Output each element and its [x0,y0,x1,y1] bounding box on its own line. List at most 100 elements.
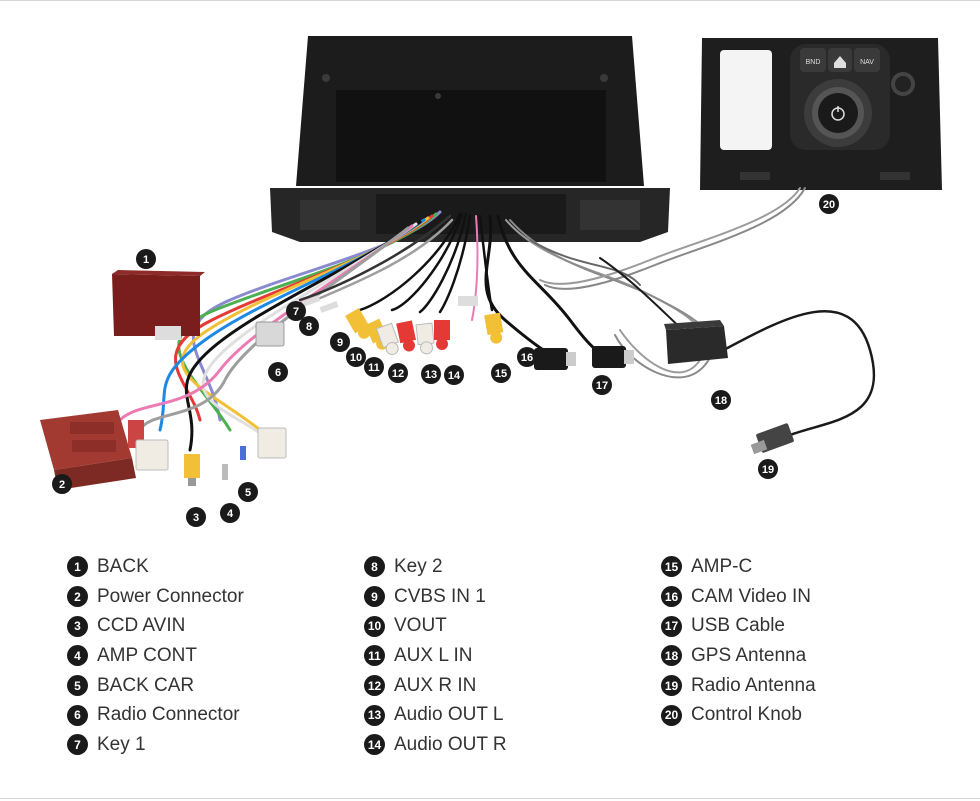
legend-label: AUX R IN [394,674,477,696]
svg-text:14: 14 [448,370,461,382]
callout-14: 14 [444,365,464,385]
legend-number: 6 [67,704,88,726]
legend-label: Key 1 [97,733,146,755]
svg-text:3: 3 [193,512,199,524]
power-connector [40,410,144,490]
legend-label: Radio Antenna [691,674,816,696]
legend-number: 15 [661,556,682,578]
legend-number: 14 [364,734,385,756]
legend-label: CAM Video IN [691,585,812,607]
legend-label: CCD AVIN [97,615,186,637]
svg-text:15: 15 [495,368,507,380]
callout-18: 18 [711,390,731,410]
legend-label: USB Cable [691,615,785,637]
legend-item: 3 CCD AVIN [67,611,244,641]
svg-text:6: 6 [275,367,281,379]
legend-item: 18 GPS Antenna [661,641,816,671]
legend-number: 3 [67,615,88,637]
svg-text:12: 12 [392,368,404,380]
legend-label: Power Connector [97,585,244,607]
legend-label: Audio OUT R [394,733,507,755]
ccd-avin-connector [184,454,200,486]
usb-connectors [534,346,634,370]
gps-antenna [664,320,728,364]
svg-text:17: 17 [596,380,608,392]
legend-item: 19 Radio Antenna [661,671,816,701]
callouts: 1 2 3 4 5 6 7 8 9 10 11 12 13 14 15 16 1… [52,194,839,527]
rca-connectors [345,296,504,356]
legend-number: 11 [364,645,385,667]
pin-connectors [222,295,339,480]
legend-number: 10 [364,615,385,637]
nav-label: NAV [860,59,874,66]
svg-text:8: 8 [306,321,312,333]
legend-label: Audio OUT L [394,704,504,726]
wiring-diagram: BND NAV [40,36,942,527]
legend-item: 7 Key 1 [67,730,244,760]
legend-label: BACK [97,555,149,577]
svg-text:9: 9 [337,337,343,349]
svg-text:16: 16 [521,352,533,364]
bottom-divider [0,798,980,799]
svg-text:5: 5 [245,487,251,499]
legend-label: CVBS IN 1 [394,585,486,607]
svg-text:13: 13 [425,369,437,381]
legend-label: AUX L IN [394,644,473,666]
svg-text:10: 10 [350,352,362,364]
legend-number: 2 [67,586,88,608]
callout-2: 2 [52,474,72,494]
svg-text:19: 19 [762,464,774,476]
legend-item: 17 USB Cable [661,611,816,641]
legend-number: 17 [661,615,682,637]
white-connectors [135,321,287,471]
callout-17: 17 [592,375,612,395]
svg-text:4: 4 [227,508,234,520]
legend-number: 4 [67,645,88,667]
callout-13: 13 [421,364,441,384]
svg-text:11: 11 [368,362,380,374]
callout-6: 6 [268,362,288,382]
callout-8: 8 [299,316,319,336]
legend-item: 4 AMP CONT [67,641,244,671]
legend-item: 1 BACK [67,552,244,582]
legend-number: 8 [364,556,385,578]
legend-label: Radio Connector [97,704,240,726]
callout-4: 4 [220,503,240,523]
legend-item: 11 AUX L IN [364,641,507,671]
svg-text:20: 20 [823,199,835,211]
legend-number: 13 [364,704,385,726]
legend-label: AMP CONT [97,644,197,666]
bnd-label: BND [806,59,821,66]
cable-bundles [118,187,876,452]
legend-item: 13 Audio OUT L [364,700,507,730]
callout-20: 20 [819,194,839,214]
svg-text:7: 7 [293,306,299,318]
callout-11: 11 [364,357,384,377]
callout-16: 16 [517,347,537,367]
legend: 1 BACK 2 Power Connector 3 CCD AVIN 4 AMP CO… [0,552,980,762]
callout-12: 12 [388,363,408,383]
legend-number: 7 [67,734,88,756]
callout-7: 7 [286,301,306,321]
legend-number: 18 [661,645,682,667]
svg-text:2: 2 [59,479,65,491]
legend-column-1: 1 BACK 2 Power Connector 3 CCD AVIN 4 AMP CO… [67,552,244,760]
legend-number: 1 [67,556,88,578]
legend-label: GPS Antenna [691,644,807,666]
legend-item: 2 Power Connector [67,582,244,612]
legend-label: Control Knob [691,704,802,726]
head-unit [270,36,670,242]
home-icon [834,56,846,68]
legend-number: 16 [661,586,682,608]
callout-10: 10 [346,347,366,367]
svg-text:1: 1 [143,254,149,266]
legend-number: 19 [661,675,682,697]
callout-1: 1 [136,249,156,269]
callout-3: 3 [186,507,206,527]
control-knob-panel: BND NAV [700,38,942,190]
